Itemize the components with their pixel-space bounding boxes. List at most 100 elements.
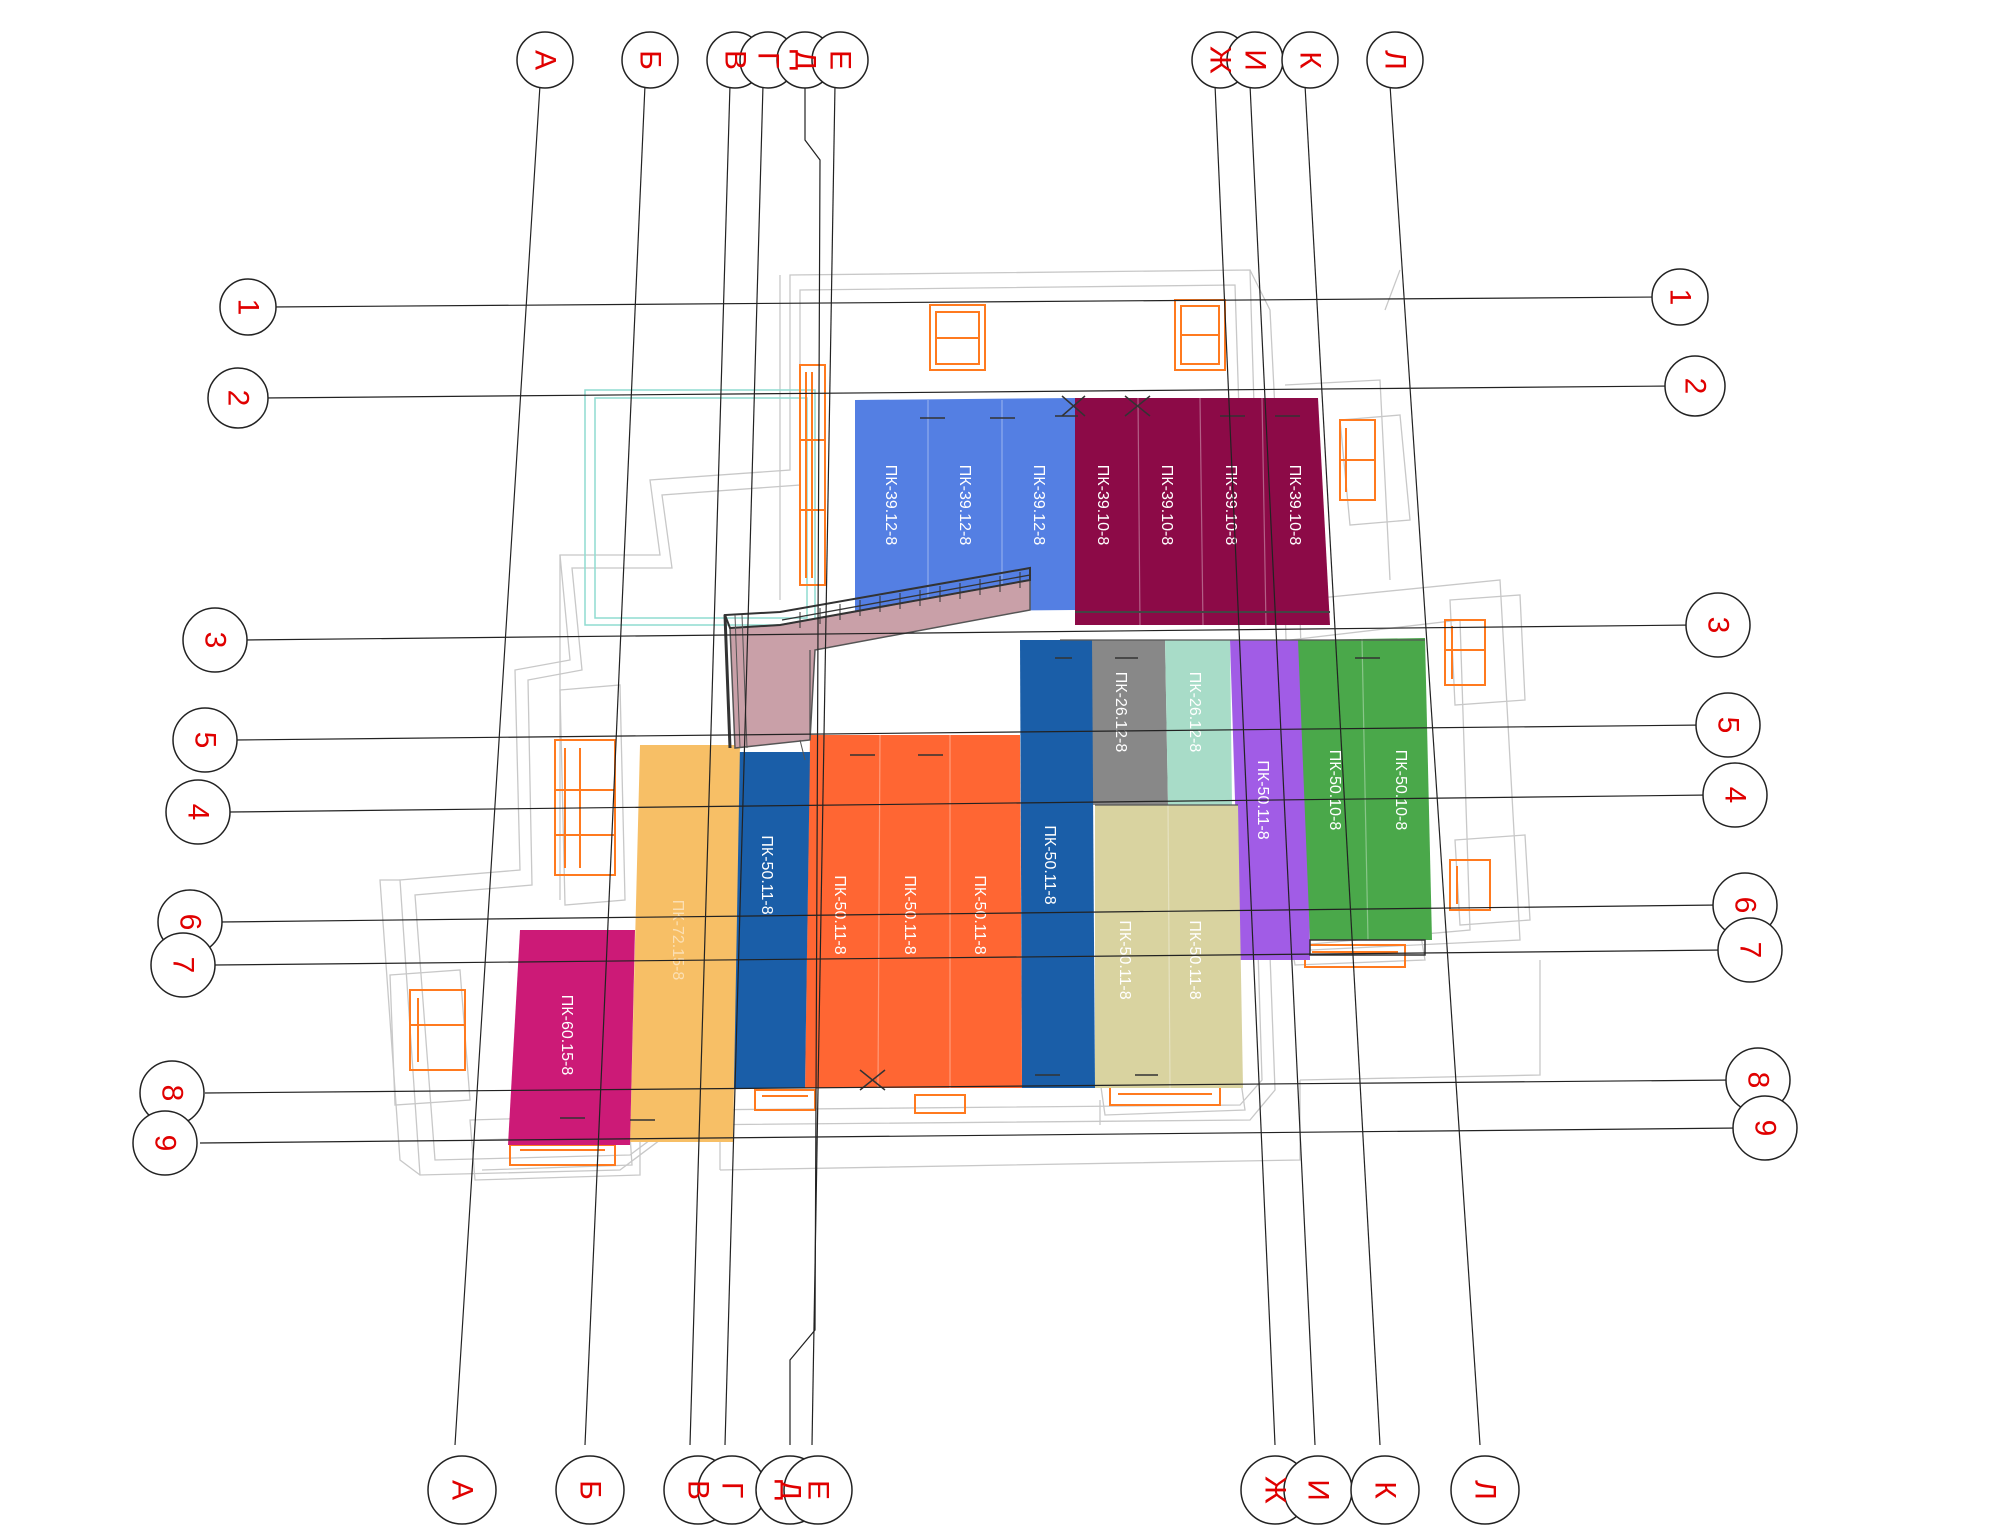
panel-label: ПК-72.15-8 (669, 900, 686, 981)
axis-line-l (1389, 84, 1481, 1446)
axis-label-8: 8 (1742, 1072, 1775, 1089)
window-icon (509, 1144, 616, 1166)
panel-label: ПК-50.11-8 (971, 875, 988, 954)
window-icon (914, 1094, 966, 1114)
axis-label-7: 7 (167, 957, 200, 974)
panel-green (1298, 638, 1432, 940)
axis-line-zh (1214, 84, 1276, 1446)
axis-label-e: Е (824, 50, 857, 70)
panel-orange (805, 735, 1022, 1088)
panel-label: ПК-50.11-8 (1186, 920, 1203, 999)
panel-label: ПК-26.12-8 (1186, 672, 1203, 753)
axis-line-6 (219, 904, 1721, 923)
window-icon (754, 1089, 816, 1111)
axis-labels: А Б В Г Д Е Ж И К Л А Б В Г Д Е Ж И К Л … (149, 46, 1782, 1504)
axis-line-b (584, 84, 646, 1446)
staircase (723, 566, 1031, 761)
panel-label: ПК-39.10-8 (1286, 465, 1303, 546)
axis-line-8 (204, 1079, 1736, 1094)
panel-ticks (560, 395, 1426, 1121)
axis-label-6: 6 (1729, 897, 1762, 914)
panel-label: ПК-50.11-8 (1116, 920, 1133, 999)
axis-label-3: 3 (199, 632, 232, 649)
panel-mint (1165, 640, 1232, 805)
axis-line-g (724, 84, 764, 1446)
axis-line-9 (199, 1127, 1741, 1144)
axis-label-4: 4 (182, 804, 215, 821)
axis-label-v: В (719, 50, 752, 70)
window-icon (1339, 419, 1376, 501)
panel-top-crimson (1075, 398, 1330, 625)
axis-label-b: Б (634, 50, 667, 70)
axis-label-i: И (1302, 1479, 1335, 1501)
panel-beige (1095, 805, 1243, 1088)
axis-line-d (789, 85, 821, 1445)
axis-line-7 (214, 949, 1726, 966)
axis-label-v: В (682, 1480, 715, 1500)
axis-line-3 (244, 624, 1696, 641)
axis-label-l: Л (1379, 50, 1412, 70)
axis-line-1 (269, 296, 1661, 308)
axis-line-4 (229, 794, 1711, 813)
axis-label-l: Л (1469, 1480, 1502, 1500)
axis-label-2: 2 (222, 390, 255, 407)
axis-label-k: К (1294, 51, 1327, 69)
axis-label-6: 6 (174, 914, 207, 931)
panel-label: ПК-50.10-8 (1326, 750, 1343, 831)
axis-line-k (1304, 84, 1381, 1446)
panel-labels: ПК-39.12-8 ПК-39.12-8 ПК-39.12-8 ПК-39.1… (558, 465, 1409, 1076)
panel-magenta (508, 930, 635, 1145)
axis-label-a: А (529, 50, 562, 70)
panel-label: ПК-39.10-8 (1222, 465, 1239, 546)
axis-label-k: К (1369, 1481, 1402, 1499)
axis-label-d: Д (774, 1480, 807, 1500)
axis-line-i (1249, 84, 1316, 1446)
axis-label-3: 3 (1702, 617, 1735, 634)
axis-label-9: 9 (1749, 1120, 1782, 1137)
panel-label: ПК-39.12-8 (1030, 465, 1047, 546)
axis-label-1: 1 (232, 299, 265, 316)
panel-label: ПК-39.10-8 (1094, 465, 1111, 546)
axis-line-a (454, 84, 541, 1446)
axis-label-5: 5 (189, 732, 222, 749)
axis-label-a: А (446, 1480, 479, 1500)
axis-grid-lines (199, 84, 1741, 1446)
panel-gray (1092, 640, 1168, 805)
axis-label-1: 1 (1664, 289, 1697, 306)
axis-label-8: 8 (156, 1085, 189, 1102)
axis-label-b: Б (574, 1480, 607, 1500)
window-icons (409, 299, 1491, 1166)
axis-line-e (811, 84, 836, 1446)
axis-line-5 (234, 724, 1706, 741)
axis-label-7: 7 (1734, 942, 1767, 959)
panel-yellow (630, 745, 740, 1142)
panel-navy-right (1020, 640, 1095, 1088)
panel-label: ПК-39.12-8 (956, 465, 973, 546)
axis-label-d: Д (789, 50, 822, 70)
panel-navy-left (732, 752, 810, 1088)
panel-label: ПК-39.12-8 (882, 465, 899, 546)
axis-label-zh: Ж (1259, 1476, 1292, 1504)
window-icon (409, 989, 466, 1071)
window-icon (929, 304, 986, 371)
axis-label-5: 5 (1712, 717, 1745, 734)
window-icon (1449, 859, 1491, 911)
panel-label: ПК-26.12-8 (1112, 672, 1129, 753)
axis-label-e: Е (802, 1480, 835, 1500)
panel-label: ПК-50.11-8 (1041, 825, 1058, 904)
axis-line-v (689, 84, 731, 1446)
axis-label-9: 9 (149, 1135, 182, 1152)
window-icon (1444, 619, 1486, 686)
axis-label-4: 4 (1719, 787, 1752, 804)
axis-label-zh: Ж (1204, 46, 1237, 74)
window-icon (1174, 299, 1226, 371)
axis-line-2 (261, 385, 1676, 399)
panel-label: ПК-50.10-8 (1392, 750, 1409, 831)
axis-bubbles (132, 31, 1798, 1525)
window-icon (799, 364, 826, 586)
axis-label-g: Г (752, 52, 785, 68)
axis-label-i: И (1239, 49, 1272, 71)
panel-top-blue (855, 398, 1075, 612)
panel-label: ПК-60.15-8 (558, 995, 575, 1076)
